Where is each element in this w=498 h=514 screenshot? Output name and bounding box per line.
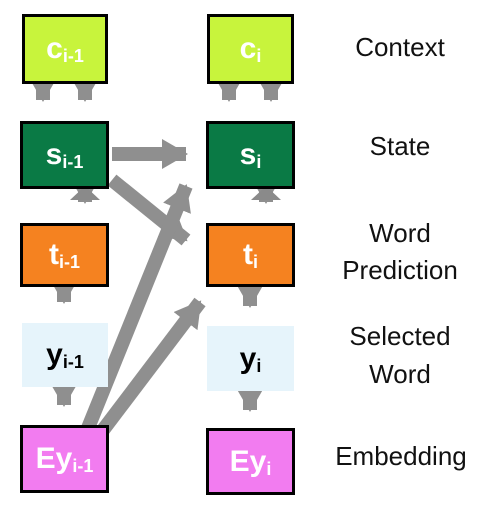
node-y-prev-main: y xyxy=(46,338,63,371)
node-y-cur: y i xyxy=(207,326,294,391)
node-s-cur-main: s xyxy=(239,138,257,171)
node-t-cur-main: t xyxy=(242,238,253,271)
node-ey-prev-main: Ey xyxy=(35,442,73,475)
node-c-prev: c i-1 xyxy=(22,14,108,84)
node-c-prev-sub: i-1 xyxy=(62,46,84,66)
label-selected-word-line1: Selected xyxy=(349,321,451,351)
node-s-cur: s i xyxy=(206,121,295,189)
node-t-prev: t i-1 xyxy=(20,223,109,287)
node-s-cur-sub: i xyxy=(256,152,262,172)
node-s-prev-sub: i-1 xyxy=(62,152,84,172)
label-state: State xyxy=(369,131,431,161)
node-ey-cur-sub: i xyxy=(266,458,272,479)
arrowhead-up-left xyxy=(70,186,100,200)
node-ey-cur-main: Ey xyxy=(229,444,267,478)
node-t-prev-sub: i-1 xyxy=(58,252,80,272)
label-word-prediction-line1: Word xyxy=(369,218,431,248)
node-s-prev: s i-1 xyxy=(20,121,109,189)
node-ey-cur: Ey i xyxy=(206,428,295,495)
node-y-prev: y i-1 xyxy=(22,323,108,387)
label-selected-word-line2: Word xyxy=(369,359,431,389)
arrow-ey-prev-to-s-cur xyxy=(81,183,193,431)
arrowhead-up-right xyxy=(251,186,281,200)
node-ey-prev: Ey i-1 xyxy=(20,425,109,493)
arrow-ey-prev-to-t-cur xyxy=(94,297,206,439)
node-t-prev-main: t xyxy=(48,238,59,271)
node-c-cur: c i xyxy=(207,14,294,84)
node-c-prev-main: c xyxy=(46,32,63,65)
node-t-cur-sub: i xyxy=(252,252,258,272)
label-context: Context xyxy=(355,32,445,62)
node-s-prev-main: s xyxy=(45,138,63,171)
label-word-prediction-line2: Prediction xyxy=(342,255,458,285)
node-y-cur-sub: i xyxy=(256,355,262,376)
node-y-prev-sub: i-1 xyxy=(62,352,84,372)
node-t-cur: t i xyxy=(206,223,295,287)
node-y-cur-main: y xyxy=(239,341,257,375)
node-ey-prev-sub: i-1 xyxy=(72,456,94,476)
node-c-cur-sub: i xyxy=(256,46,262,66)
label-embedding: Embedding xyxy=(335,441,467,471)
node-c-cur-main: c xyxy=(239,32,257,65)
